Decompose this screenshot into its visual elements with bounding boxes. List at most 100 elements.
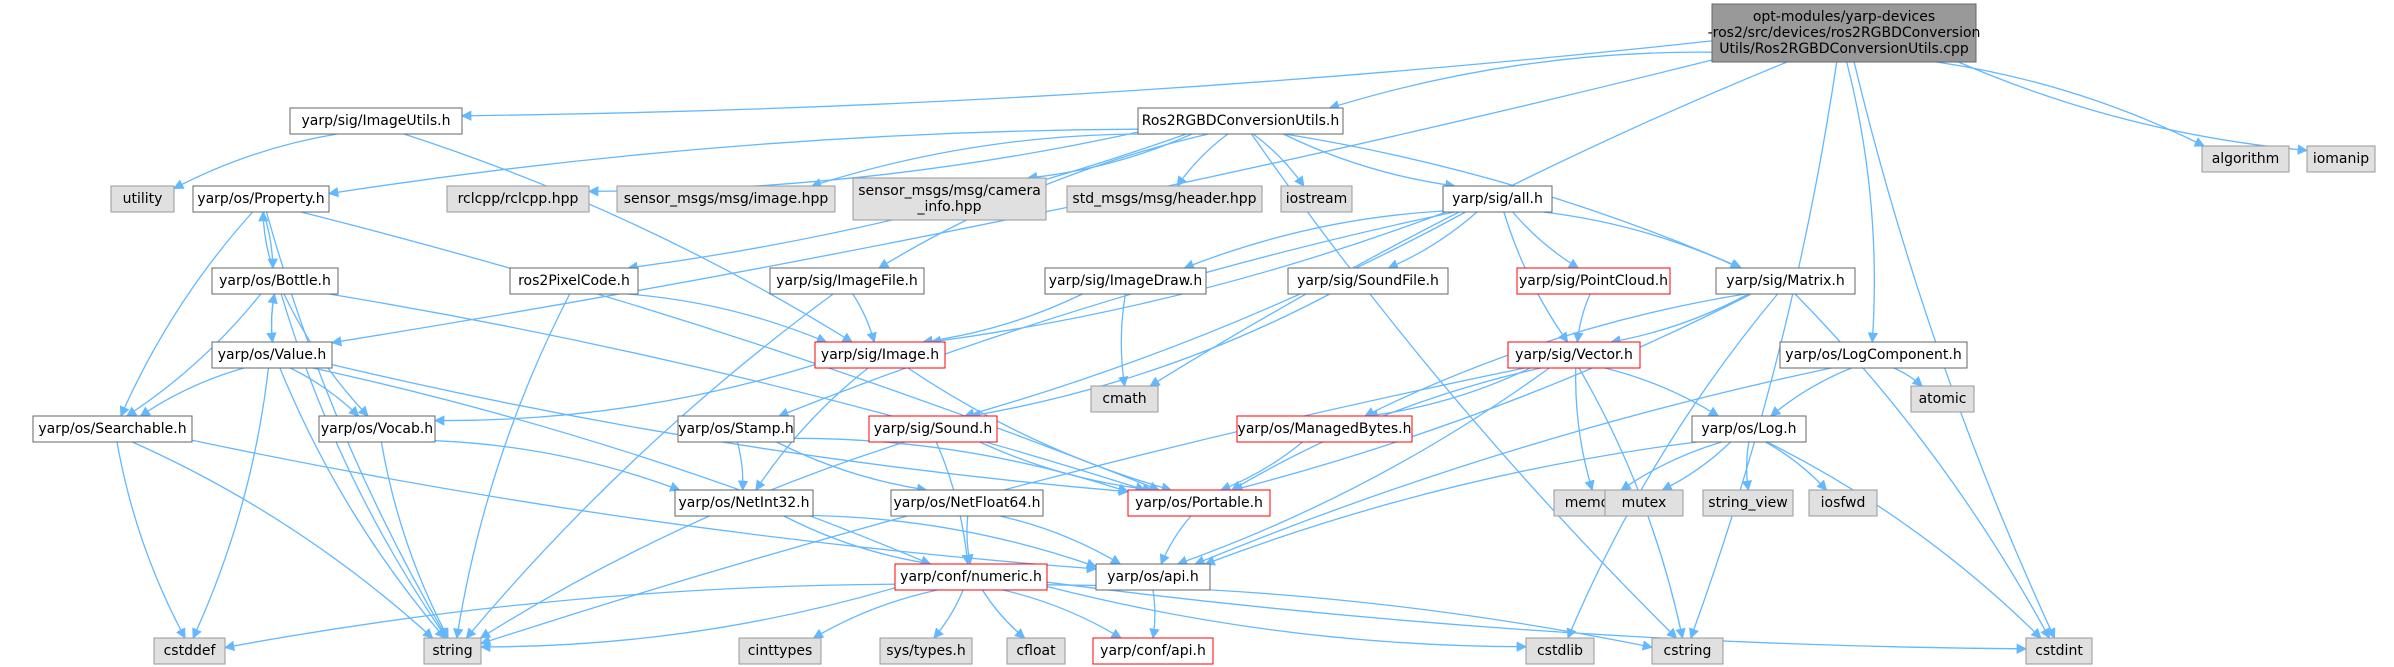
edge-line — [132, 441, 434, 639]
node-box — [1516, 267, 1671, 295]
node-soundfile[interactable]: yarp/sig/SoundFile.h — [1287, 267, 1449, 295]
edge-line — [125, 293, 262, 417]
edge-ros2rgbd-to-property — [327, 128, 1139, 198]
edge-log-to-api — [1204, 441, 1697, 566]
edge-all-to-pointcloud — [1512, 211, 1580, 269]
edge-line — [290, 367, 360, 417]
node-label: yarp/sig/all.h — [1452, 191, 1543, 207]
node-sound[interactable]: yarp/sig/Sound.h — [868, 415, 998, 443]
edge-line — [1232, 293, 1752, 493]
node-pointcloud[interactable]: yarp/sig/PointCloud.h — [1516, 267, 1671, 295]
edge-imageutils-to-utility — [173, 133, 338, 190]
node-cstdint: cstdint — [2025, 637, 2093, 665]
node-logcomponent[interactable]: yarp/os/LogComponent.h — [1779, 341, 1968, 369]
node-imageutils[interactable]: yarp/sig/ImageUtils.h — [289, 107, 463, 135]
node-iomanip: iomanip — [2306, 145, 2376, 173]
edge-numeric-to-cstddef — [223, 583, 896, 652]
node-cstdlib: cstdlib — [1525, 637, 1595, 665]
node-netfloat64[interactable]: yarp/os/NetFloat64.h — [890, 489, 1044, 517]
node-label: yarp/os/ManagedBytes.h — [1238, 421, 1412, 437]
edge-ros2rgbd-to-all — [1283, 133, 1456, 190]
node-box — [1604, 489, 1684, 517]
node-label: yarp/os/Property.h — [197, 191, 324, 207]
edge-line — [267, 292, 278, 343]
node-searchable[interactable]: yarp/os/Searchable.h — [32, 415, 193, 443]
edge-line — [812, 514, 1097, 569]
node-ros2rgbd[interactable]: Ros2RGBDConversionUtils.h — [1137, 107, 1344, 135]
edge-matrix-to-managedbytes — [1364, 293, 1746, 417]
edge-matrix-to-portable — [1232, 293, 1752, 493]
edge-line — [778, 211, 1455, 418]
edge-line — [1512, 211, 1580, 269]
edge-imagedraw-to-image — [922, 293, 1083, 346]
edge-netfloat64-to-api — [999, 515, 1122, 565]
edge-line — [1575, 367, 1595, 491]
node-all[interactable]: yarp/sig/all.h — [1442, 185, 1553, 213]
node-label: cstdint — [2035, 643, 2083, 659]
edge-value-to-vocab — [290, 367, 360, 417]
node-imagefile[interactable]: yarp/sig/ImageFile.h — [769, 267, 925, 295]
node-confapi[interactable]: yarp/conf/api.h — [1092, 637, 1214, 665]
edge-line — [1741, 441, 1753, 492]
edge-line — [1183, 210, 1444, 270]
edge-line — [1387, 211, 1478, 270]
node-api[interactable]: yarp/os/api.h — [1095, 563, 1211, 591]
node-box — [211, 341, 333, 369]
node-box — [674, 489, 814, 517]
edge-image-to-vocab — [433, 363, 816, 426]
node-label: opt-modules/yarp-devices — [1753, 9, 1935, 25]
edge-stamp-to-netfloat64 — [776, 441, 928, 494]
node-label: Utils/Ros2RGBDConversionUtils.cpp — [1719, 41, 1969, 57]
edge-vector-to-api — [1176, 367, 1550, 566]
node-image[interactable]: yarp/sig/Image.h — [814, 341, 946, 369]
edge-soundfile-to-sound — [970, 293, 1331, 420]
node-label: yarp/os/Searchable.h — [38, 421, 186, 437]
node-managedbytes[interactable]: yarp/os/ManagedBytes.h — [1236, 415, 1413, 443]
node-property[interactable]: yarp/os/Property.h — [192, 185, 330, 213]
edge-line — [1046, 585, 1528, 652]
edge-line — [312, 367, 932, 566]
node-numeric[interactable]: yarp/conf/numeric.h — [894, 563, 1048, 591]
edge-line — [403, 133, 853, 343]
edge-line — [1118, 293, 1129, 388]
node-camerainfo: sensor_msgs/msg/camera_info.hpp — [852, 177, 1047, 221]
edge-line — [433, 363, 816, 426]
node-stamp[interactable]: yarp/os/Stamp.h — [677, 415, 795, 443]
node-ros2pixel[interactable]: ros2PixelCode.h — [509, 267, 639, 295]
edge-imagefile-to-string — [465, 293, 834, 639]
edge-line — [1770, 367, 1852, 417]
node-label: cstring — [1664, 643, 1712, 659]
edge-line — [453, 293, 571, 640]
edge-logcomponent-to-api — [1194, 367, 1832, 566]
edge-line — [1159, 515, 1192, 565]
node-log[interactable]: yarp/os/Log.h — [1691, 415, 1807, 443]
node-value[interactable]: yarp/os/Value.h — [211, 341, 333, 369]
node-vocab[interactable]: yarp/os/Vocab.h — [318, 415, 436, 443]
node-netint32[interactable]: yarp/os/NetInt32.h — [674, 489, 814, 517]
node-imagedraw[interactable]: yarp/sig/ImageDraw.h — [1044, 267, 1207, 295]
edge-root-to-cstring — [1689, 61, 1838, 639]
edge-ros2rgbd-to-header — [1176, 133, 1229, 187]
edge-line — [1794, 293, 2050, 639]
node-bottle[interactable]: yarp/os/Bottle.h — [211, 267, 339, 295]
node-portable[interactable]: yarp/os/Portable.h — [1127, 489, 1271, 517]
edge-line — [1958, 61, 2309, 155]
edge-vocab-to-string — [380, 441, 449, 639]
node-vector[interactable]: yarp/sig/Vector.h — [1507, 341, 1641, 369]
edge-image-to-portable — [907, 367, 1173, 493]
edge-line — [1573, 293, 1591, 344]
node-rclcpp: rclcpp/rclcpp.hpp — [446, 185, 590, 213]
node-label: yarp/sig/ImageDraw.h — [1049, 273, 1202, 289]
node-root[interactable]: opt-modules/yarp-devices-ros2/src/device… — [1708, 3, 1981, 63]
edge-logcomponent-to-atomic — [1893, 367, 1923, 387]
edge-line — [981, 589, 1026, 639]
edge-line — [907, 367, 1173, 493]
node-label: iostream — [1286, 191, 1348, 207]
edge-line — [1689, 61, 1838, 639]
node-label: sensor_msgs/msg/camera — [858, 183, 1041, 199]
node-box — [423, 637, 482, 665]
edge-stamp-to-portable — [793, 437, 1129, 494]
node-cstring: cstring — [1651, 637, 1724, 665]
node-matrix[interactable]: yarp/sig/Matrix.h — [1715, 267, 1856, 295]
edge-line — [810, 133, 1155, 189]
